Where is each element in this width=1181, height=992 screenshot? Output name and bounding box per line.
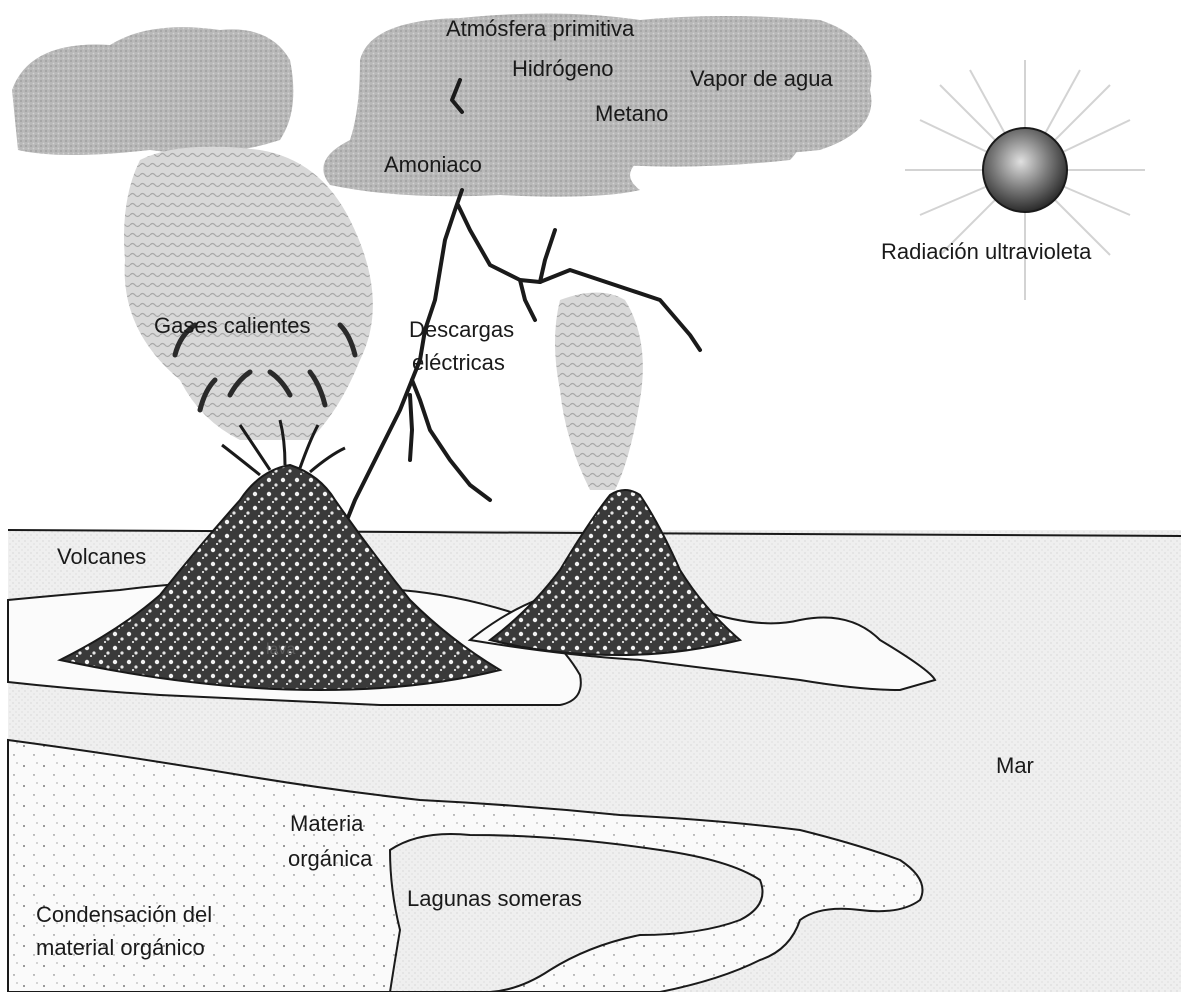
label-volcanes: Volcanes [57,544,146,569]
label-metano: Metano [595,101,668,126]
label-materia: Materia [290,811,363,836]
label-organica: orgánica [288,846,372,871]
label-gases-calientes: Gases calientes [154,313,311,338]
label-atmosfera-primitiva: Atmósfera primitiva [446,16,634,41]
label-material-organico: material orgánico [36,935,205,960]
label-mar: Mar [996,753,1034,778]
label-condensacion: Condensación del [36,902,212,927]
label-lava: lava [266,641,295,659]
label-electricas: eléctricas [412,350,505,375]
label-hidrogeno: Hidrógeno [512,56,614,81]
label-amoniaco: Amoniaco [384,152,482,177]
label-radiacion-ultravioleta: Radiación ultravioleta [881,239,1091,264]
label-vapor-de-agua: Vapor de agua [690,66,833,91]
label-descargas: Descargas [409,317,514,342]
label-lagunas-someras: Lagunas someras [407,886,582,911]
